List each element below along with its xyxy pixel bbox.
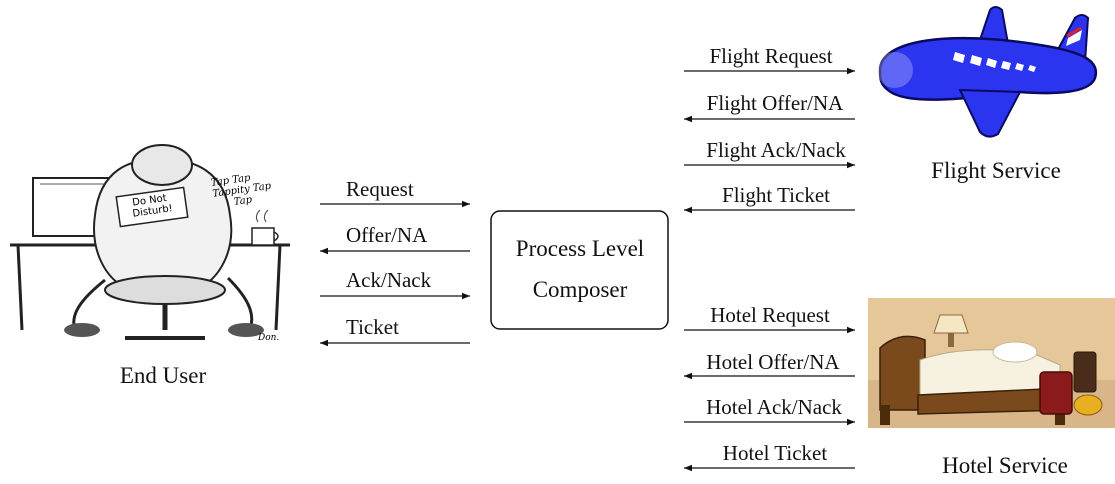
user-message-label: Ticket (346, 315, 399, 339)
hotel-message-label: Hotel Request (710, 303, 830, 327)
flight-message-label: Flight Ack/Nack (706, 138, 846, 162)
flight-message-label: Flight Request (709, 44, 832, 68)
user-message-label: Ack/Nack (346, 268, 432, 292)
composer-label-line2: Composer (533, 277, 628, 302)
artist-signature: Don. (257, 333, 279, 343)
end-user-illustration: Do Not Disturb! Tap Tap Tappity Tap Tap … (10, 144, 290, 343)
hotel-bed-icon (868, 298, 1115, 428)
hotel-message-label: Hotel Offer/NA (706, 350, 840, 374)
user-message-label: Request (346, 177, 414, 201)
hotel-messages: Hotel Request Hotel Offer/NA Hotel Ack/N… (684, 303, 855, 472)
flight-message-label: Flight Offer/NA (707, 91, 845, 115)
hotel-service-caption: Hotel Service (942, 453, 1068, 478)
composer-box (490, 210, 669, 330)
end-user-caption: End User (120, 363, 207, 388)
user-messages: Request Offer/NA Ack/Nack Ticket (320, 177, 470, 347)
hotel-message-label: Hotel Ack/Nack (706, 395, 842, 419)
composer-label-line1: Process Level (516, 236, 644, 261)
flight-service-caption: Flight Service (931, 158, 1061, 183)
hotel-message-label: Hotel Ticket (723, 441, 828, 465)
airplane-icon (877, 6, 1098, 138)
flight-message-label: Flight Ticket (722, 183, 830, 207)
flight-messages: Flight Request Flight Offer/NA Flight Ac… (684, 44, 855, 214)
user-message-label: Offer/NA (346, 223, 428, 247)
